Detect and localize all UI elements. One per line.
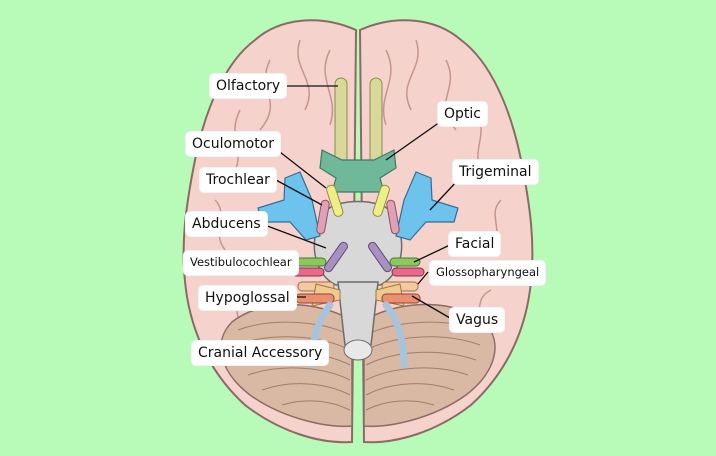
vestibulocochlear-nerve-right	[392, 268, 424, 276]
label-optic: Optic	[438, 102, 487, 126]
label-cranial-accessory: Cranial Accessory	[192, 341, 328, 365]
hypoglossal-nerve-right	[382, 294, 420, 303]
label-abducens: Abducens	[186, 212, 267, 236]
label-olfactory: Olfactory	[210, 74, 286, 98]
olfactory-tract-left	[335, 78, 347, 170]
hypoglossal-nerve-left	[296, 294, 334, 303]
label-vestibulocochlear: Vestibulocochlear	[184, 251, 298, 275]
label-vagus: Vagus	[450, 308, 504, 332]
label-hypoglossal: Hypoglossal	[199, 286, 296, 310]
cerebellum-left	[221, 304, 352, 426]
label-trigeminal: Trigeminal	[453, 160, 538, 184]
spinal-cord	[344, 340, 372, 360]
label-trochlear: Trochlear	[200, 168, 276, 192]
facial-nerve-left	[296, 258, 326, 266]
label-glossopharyngeal: Glossopharyngeal	[430, 261, 545, 285]
olfactory-tract-right	[370, 78, 382, 170]
label-oculomotor: Oculomotor	[186, 132, 280, 156]
label-facial: Facial	[449, 232, 500, 256]
